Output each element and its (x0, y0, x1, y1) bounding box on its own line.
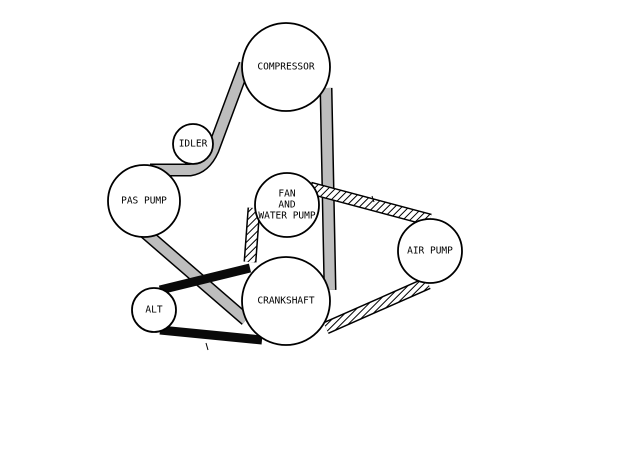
fan-water-pump-label-line-3: WATER PUMP (258, 211, 315, 222)
scan-tick-mark (205, 342, 209, 351)
pas-pump-label: PAS PUMP (121, 196, 167, 207)
crankshaft-pulley: CRANKSHAFT (241, 256, 331, 346)
compressor-pulley: COMPRESSOR (241, 22, 331, 112)
fan-water-pump-label-line-2: AND (278, 200, 295, 211)
idler-label: IDLER (179, 139, 208, 150)
compressor-label: COMPRESSOR (257, 62, 314, 73)
pas-pump-pulley: PAS PUMP (107, 164, 181, 238)
crankshaft-label: CRANKSHAFT (257, 296, 314, 307)
idler-pulley: IDLER (172, 123, 214, 165)
air-pump-label: AIR PUMP (407, 246, 453, 257)
fan-water-pump-pulley: FAN AND WATER PUMP (254, 172, 320, 238)
alternator-belt (158, 263, 263, 345)
air-pump-pulley: AIR PUMP (397, 218, 463, 284)
scan-tick-mark (371, 195, 375, 203)
air-pump-belt (243, 181, 432, 334)
alt-label: ALT (145, 305, 162, 316)
fan-water-pump-label-line-1: FAN (278, 189, 295, 200)
alt-pulley: ALT (131, 287, 177, 333)
